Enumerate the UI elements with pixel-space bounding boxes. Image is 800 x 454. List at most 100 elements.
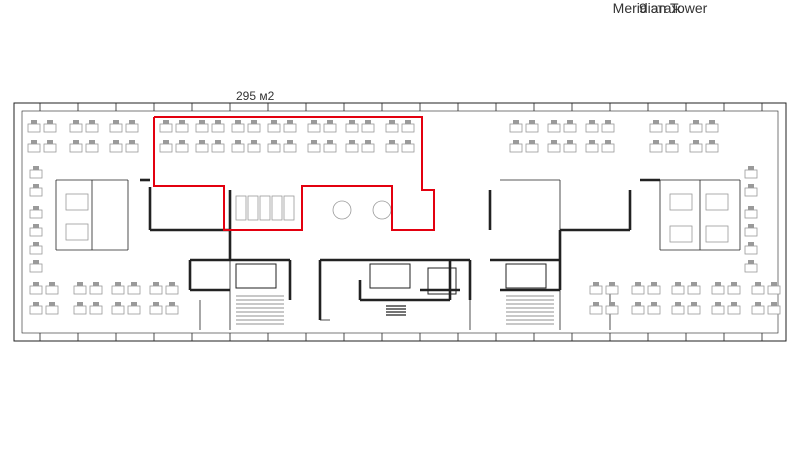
chair bbox=[349, 120, 355, 124]
area-label: 295 м2 bbox=[236, 89, 275, 103]
chair bbox=[153, 282, 159, 286]
desk bbox=[385, 143, 399, 153]
desk bbox=[45, 285, 59, 295]
desk bbox=[307, 143, 321, 153]
desk bbox=[89, 305, 103, 315]
desk bbox=[29, 187, 43, 197]
desk bbox=[767, 305, 781, 315]
chair bbox=[635, 282, 641, 286]
chair bbox=[311, 140, 317, 144]
chair bbox=[593, 302, 599, 306]
desk bbox=[29, 263, 43, 273]
desk bbox=[585, 123, 599, 133]
desk bbox=[744, 227, 758, 237]
chair bbox=[235, 120, 241, 124]
chair bbox=[513, 140, 519, 144]
chair bbox=[31, 120, 37, 124]
desk bbox=[73, 285, 87, 295]
desk bbox=[27, 143, 41, 153]
desk bbox=[401, 123, 415, 133]
desk bbox=[29, 245, 43, 255]
chair bbox=[567, 120, 573, 124]
chair bbox=[609, 302, 615, 306]
chair bbox=[235, 140, 241, 144]
outer-wall bbox=[13, 102, 787, 342]
chair bbox=[651, 282, 657, 286]
desk bbox=[547, 143, 561, 153]
chair bbox=[163, 140, 169, 144]
desk bbox=[323, 143, 337, 153]
desk bbox=[323, 123, 337, 133]
chair bbox=[199, 120, 205, 124]
desk bbox=[649, 123, 663, 133]
chair bbox=[73, 120, 79, 124]
desk bbox=[29, 305, 43, 315]
desk bbox=[589, 285, 603, 295]
chair bbox=[669, 120, 675, 124]
desk bbox=[361, 143, 375, 153]
chair bbox=[131, 302, 137, 306]
desk bbox=[29, 227, 43, 237]
chair bbox=[251, 120, 257, 124]
chair bbox=[771, 282, 777, 286]
chair bbox=[215, 140, 221, 144]
desk bbox=[85, 123, 99, 133]
desk bbox=[665, 143, 679, 153]
chair bbox=[731, 282, 737, 286]
chair bbox=[49, 302, 55, 306]
desk bbox=[711, 285, 725, 295]
meeting-table bbox=[705, 193, 729, 211]
chair bbox=[169, 282, 175, 286]
elevator-shaft bbox=[369, 263, 411, 289]
desk bbox=[267, 143, 281, 153]
walls bbox=[13, 102, 787, 342]
elevator-shaft bbox=[505, 263, 547, 289]
chair bbox=[93, 282, 99, 286]
chair bbox=[327, 140, 333, 144]
chair bbox=[389, 120, 395, 124]
chair bbox=[771, 302, 777, 306]
chair bbox=[653, 140, 659, 144]
chair bbox=[513, 120, 519, 124]
desk bbox=[711, 305, 725, 315]
chair bbox=[529, 140, 535, 144]
chair bbox=[31, 140, 37, 144]
chair bbox=[567, 140, 573, 144]
desk bbox=[127, 285, 141, 295]
desk bbox=[195, 123, 209, 133]
meeting-table bbox=[65, 223, 89, 241]
desk bbox=[165, 305, 179, 315]
cabinet bbox=[247, 195, 259, 221]
chair bbox=[731, 302, 737, 306]
desk bbox=[525, 143, 539, 153]
desk bbox=[283, 143, 297, 153]
elevator-shaft bbox=[427, 267, 457, 295]
desk bbox=[159, 143, 173, 153]
desk bbox=[85, 143, 99, 153]
cabinet bbox=[259, 195, 271, 221]
desk bbox=[149, 285, 163, 295]
desk bbox=[149, 305, 163, 315]
desk bbox=[744, 187, 758, 197]
desk bbox=[601, 123, 615, 133]
desk bbox=[195, 143, 209, 153]
leased-area-boundary bbox=[153, 116, 435, 231]
desk bbox=[361, 123, 375, 133]
chair bbox=[287, 140, 293, 144]
chair bbox=[131, 282, 137, 286]
desk bbox=[585, 143, 599, 153]
desk bbox=[744, 169, 758, 179]
desk bbox=[509, 143, 523, 153]
round-table bbox=[332, 200, 352, 220]
desk bbox=[705, 123, 719, 133]
chair bbox=[77, 302, 83, 306]
cabinet bbox=[271, 195, 283, 221]
desk bbox=[345, 123, 359, 133]
desk bbox=[744, 209, 758, 219]
desk bbox=[127, 305, 141, 315]
desk bbox=[751, 285, 765, 295]
chair bbox=[77, 282, 83, 286]
chair bbox=[755, 282, 761, 286]
chair bbox=[709, 120, 715, 124]
